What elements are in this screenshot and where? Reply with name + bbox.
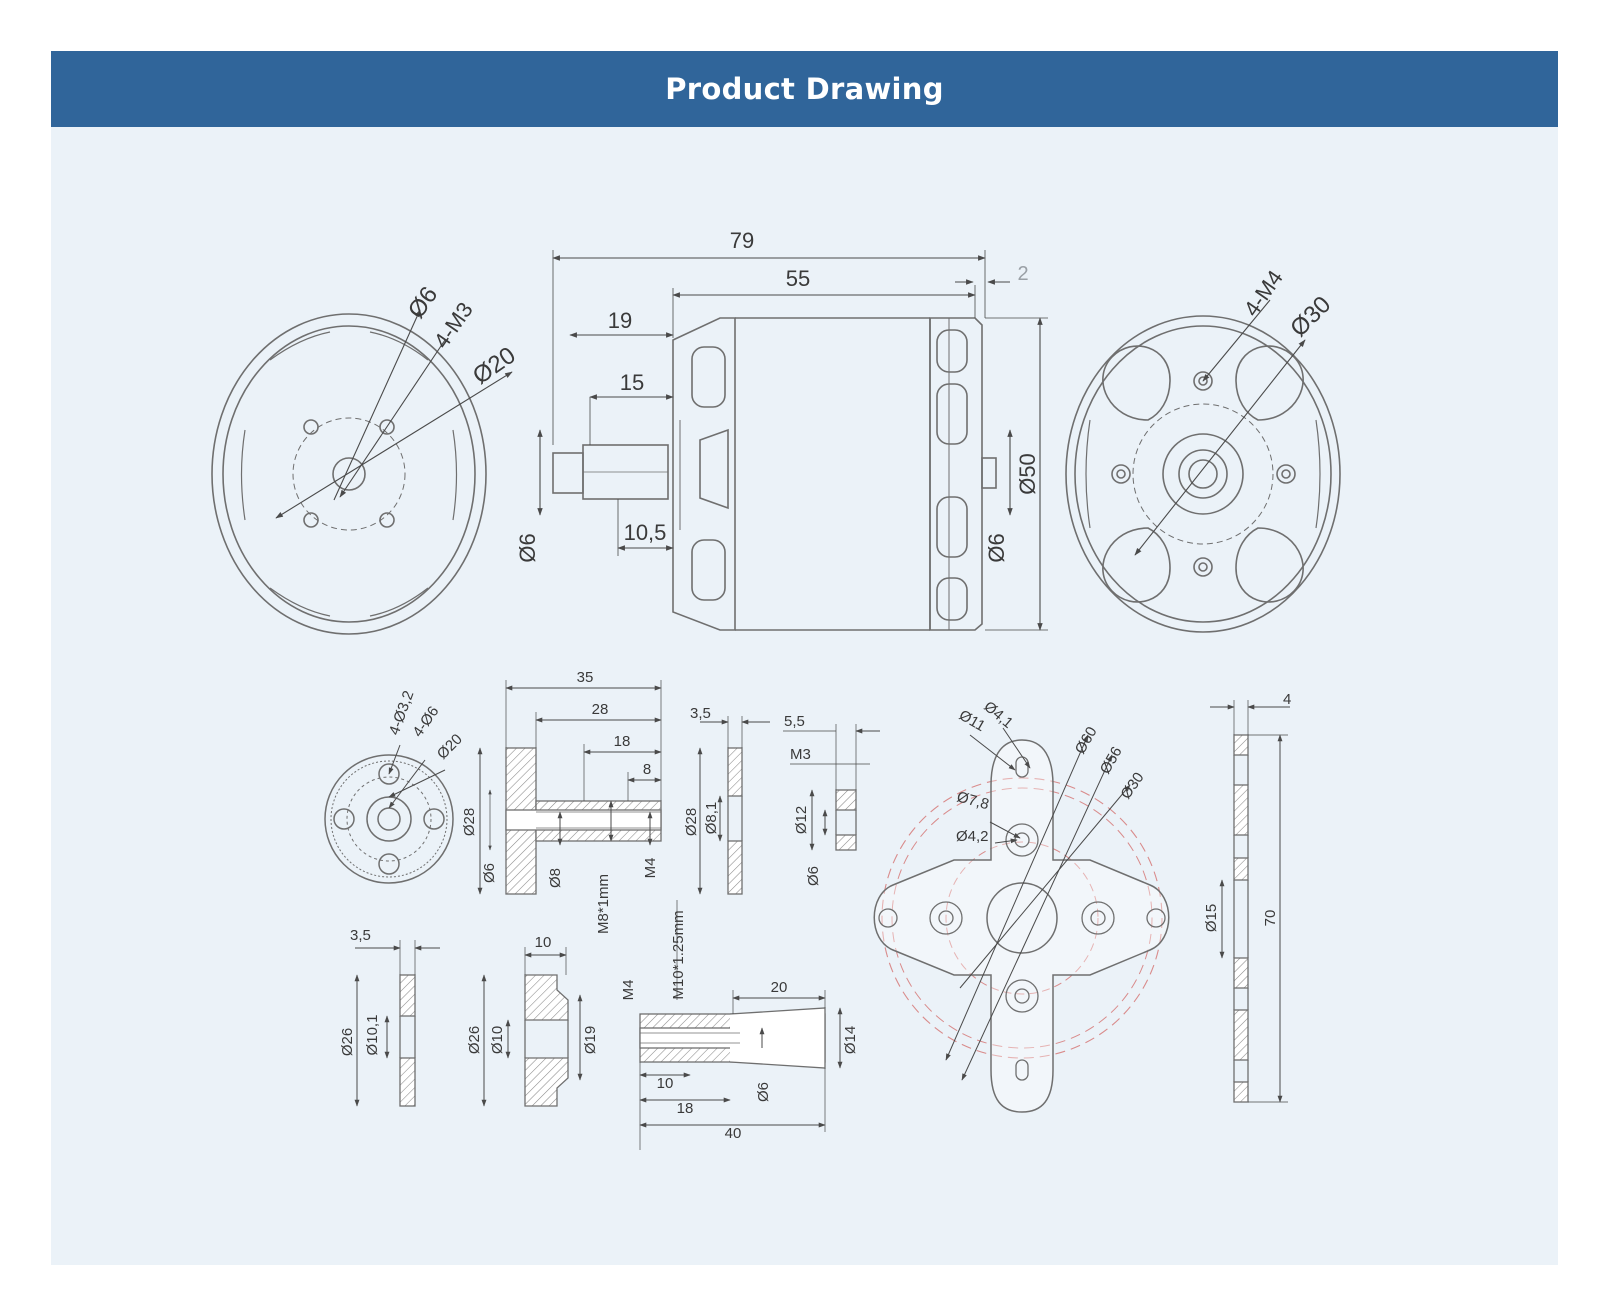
dim-nut-m3: M3 bbox=[790, 746, 811, 763]
dim-18: 18 bbox=[614, 733, 631, 750]
label-4-d6: 4-Ø6 bbox=[409, 703, 442, 740]
shaft-adapter-view bbox=[639, 1007, 826, 1069]
dim-shaft-d6: Ø6 bbox=[755, 1082, 772, 1102]
page-title: Product Drawing bbox=[665, 72, 944, 106]
washer-b-view bbox=[399, 974, 416, 1107]
dim-15: 15 bbox=[620, 370, 644, 395]
dim-79: 79 bbox=[730, 228, 754, 253]
dim-mount-70: 70 bbox=[1262, 910, 1279, 927]
shaft-adapter-dims bbox=[639, 900, 843, 1150]
dim-cone-d26: Ø26 bbox=[466, 1026, 483, 1054]
dim-mount-d15: Ø15 bbox=[1203, 904, 1220, 932]
dim-d50: Ø50 bbox=[1015, 453, 1040, 495]
front-flange-view bbox=[211, 313, 487, 635]
dim-8: 8 bbox=[643, 761, 651, 778]
dim-20: 20 bbox=[771, 979, 788, 996]
washer-a-view bbox=[727, 747, 743, 895]
prop-adapter-section-view bbox=[505, 747, 662, 895]
dim-washer-a-d8-1: Ø8,1 bbox=[703, 802, 720, 835]
label-d60: Ø60 bbox=[1072, 724, 1101, 757]
label-d4-2: Ø4,2 bbox=[956, 828, 989, 845]
dim-rear-d6: Ø6 bbox=[984, 533, 1009, 562]
collet-nut-dims bbox=[783, 724, 880, 851]
dim-nut-d6: Ø6 bbox=[805, 866, 822, 886]
cone-dims bbox=[481, 947, 583, 1107]
label-d56: Ø56 bbox=[1097, 744, 1126, 777]
dim-55: 55 bbox=[786, 266, 810, 291]
dim-m4: M4 bbox=[642, 858, 659, 879]
mount-side-dims bbox=[1210, 700, 1290, 1103]
dim-2: 2 bbox=[1017, 263, 1028, 285]
dim-m8: M8*1mm bbox=[595, 874, 612, 934]
dim-cone-d10: Ø10 bbox=[489, 1026, 506, 1054]
dim-10-5: 10,5 bbox=[624, 520, 667, 545]
dim-nut-d12: Ø12 bbox=[793, 806, 810, 834]
cross-mount-dims bbox=[945, 727, 1131, 1081]
dim-cone-10: 10 bbox=[535, 934, 552, 951]
dim-5-5: 5,5 bbox=[784, 713, 805, 730]
washer-a-dims bbox=[697, 716, 770, 895]
dim-cone-d19: Ø19 bbox=[582, 1026, 599, 1054]
label-rear-d30: Ø30 bbox=[1285, 291, 1336, 342]
dim-washer-b-d26: Ø26 bbox=[339, 1028, 356, 1056]
prop-adapter-front-dims bbox=[388, 744, 446, 809]
dim-shaft-d6: Ø6 bbox=[515, 533, 540, 562]
dim-shaft-40: 40 bbox=[725, 1125, 742, 1142]
dim-35: 35 bbox=[577, 669, 594, 686]
collet-nut-view bbox=[835, 789, 857, 851]
dim-m10: M10*1.25mm bbox=[670, 910, 687, 999]
label-d30: Ø30 bbox=[1117, 769, 1147, 802]
side-motor-view bbox=[552, 317, 997, 631]
label-adapter-d20: Ø20 bbox=[434, 731, 466, 763]
dim-19: 19 bbox=[608, 308, 632, 333]
dim-adapter-d8: Ø8 bbox=[547, 868, 564, 888]
dim-28: 28 bbox=[592, 701, 609, 718]
washer-b-dims bbox=[354, 940, 440, 1107]
dim-shaft-m4: M4 bbox=[620, 980, 637, 1001]
cone-view bbox=[524, 974, 569, 1107]
prop-adapter-section-dims bbox=[477, 680, 662, 895]
header-bar: Product Drawing bbox=[51, 51, 1558, 127]
label-front-d6: Ø6 bbox=[403, 282, 443, 324]
label-d4-1: Ø4,1 bbox=[980, 698, 1016, 732]
dim-washer-a-d28: Ø28 bbox=[683, 808, 700, 836]
dim-shaft-10: 10 bbox=[657, 1075, 674, 1092]
mount-side-view bbox=[1233, 734, 1249, 1103]
label-d7-8: Ø7,8 bbox=[955, 788, 991, 813]
side-motor-dims bbox=[537, 250, 1048, 631]
dim-washer-b-3-5: 3,5 bbox=[350, 927, 371, 944]
prop-adapter-front-view bbox=[324, 754, 454, 884]
rear-end-dims bbox=[1134, 299, 1306, 556]
dim-mount-4: 4 bbox=[1283, 691, 1291, 708]
front-flange-dims bbox=[275, 309, 513, 519]
dim-adapter-d6: Ø6 bbox=[481, 863, 498, 883]
dim-shaft-18: 18 bbox=[677, 1100, 694, 1117]
label-rear-4m4: 4-M4 bbox=[1239, 265, 1288, 320]
dim-washer-b-d10-1: Ø10,1 bbox=[364, 1015, 381, 1056]
dim-adapter-d28: Ø28 bbox=[461, 808, 478, 836]
dim-shaft-d14: Ø14 bbox=[842, 1026, 859, 1054]
rear-end-view bbox=[1065, 315, 1341, 633]
dim-washer-a-3-5: 3,5 bbox=[690, 705, 711, 722]
